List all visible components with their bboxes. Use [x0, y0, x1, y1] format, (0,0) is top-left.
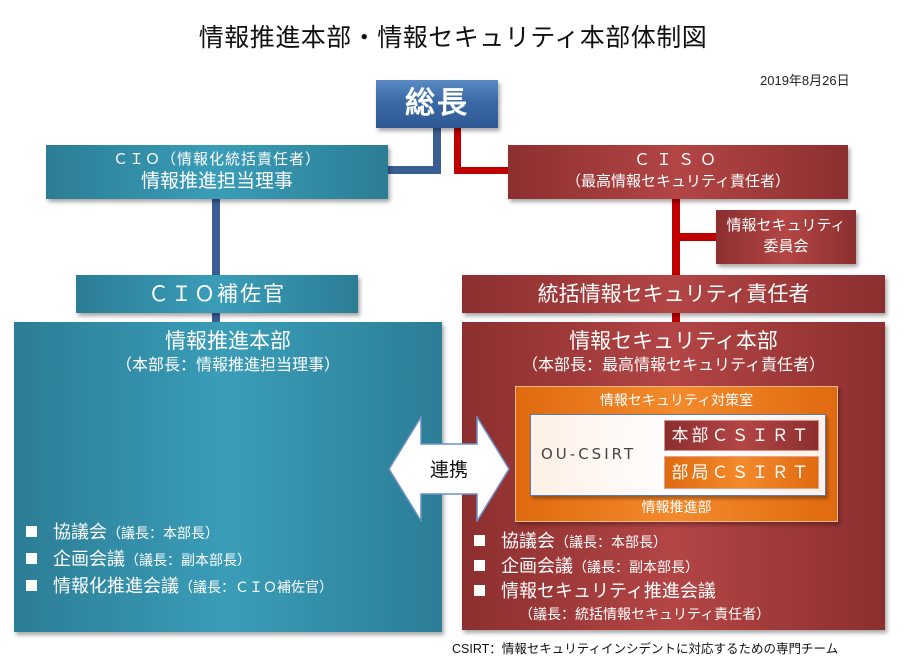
square-bullet-icon: [474, 585, 485, 596]
square-bullet-icon: [26, 526, 37, 537]
ciso-box: ＣＩＳＯ （最高情報セキュリティ責任者）: [508, 145, 848, 199]
double-arrow-icon: [388, 416, 510, 522]
meeting-chair: （議長：統括情報セキュリティ責任者）: [519, 607, 771, 623]
connector-cio-aide: [212, 199, 220, 275]
meeting-name: 企画会議: [53, 549, 125, 570]
promotion-hq-box: 情報推進本部 （本部長：情報推進担当理事） 協議会 （議長：本部長） 企画会議 …: [14, 322, 442, 632]
connector-president-cio-horizontal: [388, 166, 441, 174]
security-office-box: 情報セキュリティ対策室 OU-CSIRT 本部ＣＳＩＲＴ 部局ＣＳＩＲＴ 情報推…: [515, 386, 838, 522]
dept-csirt-box: 部局ＣＳＩＲＴ: [664, 456, 819, 489]
meeting-chair: （議長：副本部長）: [573, 560, 699, 576]
square-bullet-icon: [474, 560, 485, 571]
meeting-name: 協議会: [53, 522, 107, 543]
promotion-hq-title: 情報推進本部: [165, 329, 291, 353]
cio-box: ＣＩＯ（情報化統括責任者） 情報推進担当理事: [46, 145, 388, 199]
meeting-chair: （議長：ＣＩＯ補佐官）: [179, 580, 333, 596]
meeting-name: 情報セキュリティ推進会議: [501, 581, 716, 602]
ciso-role: （最高情報セキュリティ責任者）: [565, 172, 791, 190]
info-promotion-dept-label: 情報推進部: [641, 500, 712, 516]
meeting-name: 情報化推進会議: [53, 576, 179, 597]
connector-president-cio-vertical: [433, 128, 441, 174]
connector-aide-promo-hq: [212, 313, 220, 322]
connector-resp-sec-hq: [672, 313, 680, 322]
ou-csirt-panel: OU-CSIRT 本部ＣＳＩＲＴ 部局ＣＳＩＲＴ: [530, 414, 826, 496]
square-bullet-icon: [26, 553, 37, 564]
connector-president-ciso-vertical: [454, 128, 461, 174]
security-committee-box: 情報セキュリティ 委員会: [716, 210, 856, 264]
security-hq-title: 情報セキュリティ本部: [569, 329, 778, 353]
president-label: 総長: [405, 86, 469, 121]
committee-line2: 委員会: [763, 237, 809, 255]
meeting-chair: （議長：本部長）: [555, 535, 667, 551]
security-hq-subtitle: （本部長：最高情報セキュリティ責任者）: [521, 355, 826, 374]
security-responsible-label: 統括情報セキュリティ責任者: [537, 282, 810, 306]
connector-president-ciso-horizontal: [454, 167, 508, 174]
committee-line1: 情報セキュリティ: [726, 216, 846, 234]
cio-title: ＣＩＯ（情報化統括責任者）: [112, 150, 321, 168]
list-item: 協議会 （議長：本部長）: [474, 530, 770, 555]
security-responsible-box: 統括情報セキュリティ責任者: [462, 275, 885, 313]
square-bullet-icon: [474, 535, 485, 546]
list-item: 協議会 （議長：本部長）: [26, 520, 333, 547]
connector-committee: [672, 233, 716, 241]
meeting-name: 企画会議: [501, 556, 573, 577]
link-label: 連携: [429, 459, 468, 481]
ou-csirt-label: OU-CSIRT: [541, 445, 637, 463]
security-office-title: 情報セキュリティ対策室: [599, 393, 754, 409]
diagram-title: 情報推進本部・情報セキュリティ本部体制図: [198, 23, 708, 52]
ciso-title: ＣＩＳＯ: [633, 150, 722, 169]
cio-aide-label: ＣＩＯ補佐官: [148, 282, 286, 306]
promotion-hq-meetings: 協議会 （議長：本部長） 企画会議 （議長：副本部長） 情報化推進会議 （議長：…: [26, 520, 333, 601]
president-box: 総長: [376, 80, 498, 128]
date-label: 2019年8月26日: [760, 73, 850, 88]
hq-csirt-box: 本部ＣＳＩＲＴ: [664, 420, 819, 451]
cio-role: 情報推進担当理事: [140, 170, 293, 192]
footnote: CSIRT：情報セキュリティインシデントに対応するための専門チーム: [452, 642, 839, 656]
list-item: 情報セキュリティ推進会議: [474, 580, 770, 604]
list-item: 企画会議 （議長：副本部長）: [26, 547, 333, 574]
cio-aide-box: ＣＩＯ補佐官: [76, 275, 358, 313]
promotion-hq-subtitle: （本部長：情報推進担当理事）: [115, 355, 340, 374]
meeting-chair: （議長：副本部長）: [125, 553, 251, 569]
square-bullet-icon: [26, 580, 37, 591]
list-item: 情報化推進会議 （議長：ＣＩＯ補佐官）: [26, 574, 333, 601]
meeting-chair: （議長：本部長）: [107, 526, 219, 542]
security-hq-meetings: 協議会 （議長：本部長） 企画会議 （議長：副本部長） 情報セキュリティ推進会議…: [474, 530, 770, 626]
list-item: 企画会議 （議長：副本部長）: [474, 555, 770, 580]
meeting-name: 協議会: [501, 531, 555, 552]
